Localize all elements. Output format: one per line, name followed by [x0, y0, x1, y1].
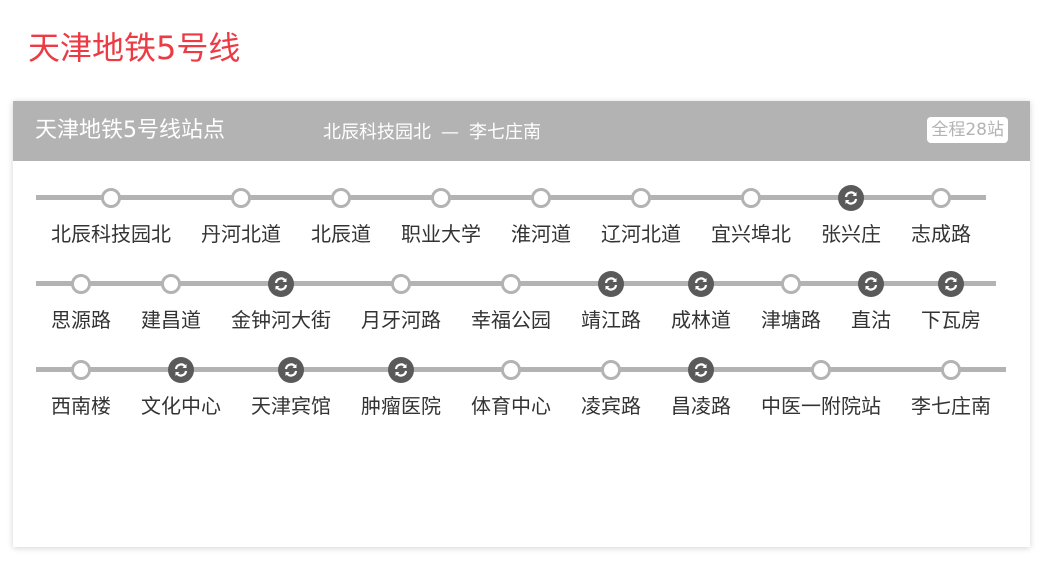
station-dot-icon: [161, 274, 181, 294]
station-item-transfer[interactable]: 成林道: [656, 269, 746, 355]
transfer-station-icon: [388, 357, 414, 383]
station-name: 辽河北道: [601, 222, 681, 246]
station-item[interactable]: 体育中心: [456, 355, 566, 441]
station-name: 淮河道: [511, 222, 571, 246]
station-dot-icon: [501, 274, 521, 294]
station-name: 肿瘤医院: [361, 394, 441, 418]
station-item[interactable]: 中医一附院站: [746, 355, 896, 441]
station-item-transfer[interactable]: 肿瘤医院: [346, 355, 456, 441]
station-item-transfer[interactable]: 天津宾馆: [236, 355, 346, 441]
station-item[interactable]: 淮河道: [496, 183, 586, 269]
station-name: 中医一附院站: [761, 394, 881, 418]
station-item[interactable]: 北辰科技园北: [36, 183, 186, 269]
station-name: 丹河北道: [201, 222, 281, 246]
card-title: 天津地铁5号线站点: [35, 118, 225, 143]
route-summary: 北辰科技园北 — 李七庄南: [323, 120, 541, 146]
station-list: 北辰科技园北 丹河北道 北辰道 职业大学 淮河道 辽河北道 宜兴埠北 张兴庄 志成路思源路 建昌道…: [36, 183, 1011, 441]
station-dot-icon: [531, 188, 551, 208]
station-item-transfer[interactable]: 直沽: [836, 269, 906, 355]
station-name: 凌宾路: [581, 394, 641, 418]
page-title: 天津地铁5号线: [28, 29, 241, 67]
transfer-station-icon: [278, 357, 304, 383]
station-dot-icon: [631, 188, 651, 208]
station-name: 直沽: [851, 308, 891, 332]
card-header: 天津地铁5号线站点 北辰科技园北 — 李七庄南 全程28站: [13, 101, 1030, 161]
station-dot-icon: [931, 188, 951, 208]
station-name: 思源路: [51, 308, 111, 332]
station-dot-icon: [431, 188, 451, 208]
route-separator: —: [441, 122, 459, 143]
station-item[interactable]: 月牙河路: [346, 269, 456, 355]
station-name: 志成路: [911, 222, 971, 246]
station-dot-icon: [601, 360, 621, 380]
station-dot-icon: [391, 274, 411, 294]
station-dot-icon: [741, 188, 761, 208]
station-name: 靖江路: [581, 308, 641, 332]
route-end: 李七庄南: [469, 122, 541, 143]
station-name: 李七庄南: [911, 394, 991, 418]
station-name: 宜兴埠北: [711, 222, 791, 246]
station-dot-icon: [101, 188, 121, 208]
station-item-transfer[interactable]: 金钟河大街: [216, 269, 346, 355]
station-name: 幸福公园: [471, 308, 551, 332]
station-item[interactable]: 思源路: [36, 269, 126, 355]
transfer-station-icon: [688, 271, 714, 297]
station-item-transfer[interactable]: 文化中心: [126, 355, 236, 441]
station-item[interactable]: 北辰道: [296, 183, 386, 269]
station-name: 下瓦房: [921, 308, 981, 332]
station-dot-icon: [941, 360, 961, 380]
transfer-station-icon: [838, 185, 864, 211]
station-name: 月牙河路: [361, 308, 441, 332]
station-item-transfer[interactable]: 靖江路: [566, 269, 656, 355]
transfer-station-icon: [688, 357, 714, 383]
station-item-transfer[interactable]: 张兴庄: [806, 183, 896, 269]
station-dot-icon: [501, 360, 521, 380]
station-item[interactable]: 津塘路: [746, 269, 836, 355]
station-name: 文化中心: [141, 394, 221, 418]
transfer-station-icon: [938, 271, 964, 297]
station-name: 体育中心: [471, 394, 551, 418]
station-item[interactable]: 李七庄南: [896, 355, 1006, 441]
station-dot-icon: [71, 274, 91, 294]
station-name: 天津宾馆: [251, 394, 331, 418]
route-start: 北辰科技园北: [323, 122, 431, 143]
station-dot-icon: [71, 360, 91, 380]
station-name: 金钟河大街: [231, 308, 331, 332]
station-count-badge: 全程28站: [927, 117, 1008, 143]
station-dot-icon: [781, 274, 801, 294]
station-name: 西南楼: [51, 394, 111, 418]
station-name: 成林道: [671, 308, 731, 332]
station-dot-icon: [811, 360, 831, 380]
station-item[interactable]: 建昌道: [126, 269, 216, 355]
station-dot-icon: [231, 188, 251, 208]
station-item-transfer[interactable]: 下瓦房: [906, 269, 996, 355]
station-item[interactable]: 丹河北道: [186, 183, 296, 269]
station-item[interactable]: 辽河北道: [586, 183, 696, 269]
transfer-station-icon: [168, 357, 194, 383]
station-name: 张兴庄: [821, 222, 881, 246]
station-item[interactable]: 凌宾路: [566, 355, 656, 441]
station-name: 职业大学: [401, 222, 481, 246]
station-name: 津塘路: [761, 308, 821, 332]
station-item-transfer[interactable]: 昌凌路: [656, 355, 746, 441]
station-name: 建昌道: [141, 308, 201, 332]
station-item[interactable]: 宜兴埠北: [696, 183, 806, 269]
transfer-station-icon: [598, 271, 624, 297]
station-item[interactable]: 志成路: [896, 183, 986, 269]
station-item[interactable]: 幸福公园: [456, 269, 566, 355]
station-name: 北辰科技园北: [51, 222, 171, 246]
station-item[interactable]: 西南楼: [36, 355, 126, 441]
stations-card: 天津地铁5号线站点 北辰科技园北—李七庄南 全程28站 北辰科技园北丹河北道北辰…: [13, 101, 1030, 547]
transfer-station-icon: [858, 271, 884, 297]
transfer-station-icon: [268, 271, 294, 297]
station-name: 北辰道: [311, 222, 371, 246]
station-dot-icon: [331, 188, 351, 208]
station-name: 昌凌路: [671, 394, 731, 418]
station-item[interactable]: 职业大学: [386, 183, 496, 269]
